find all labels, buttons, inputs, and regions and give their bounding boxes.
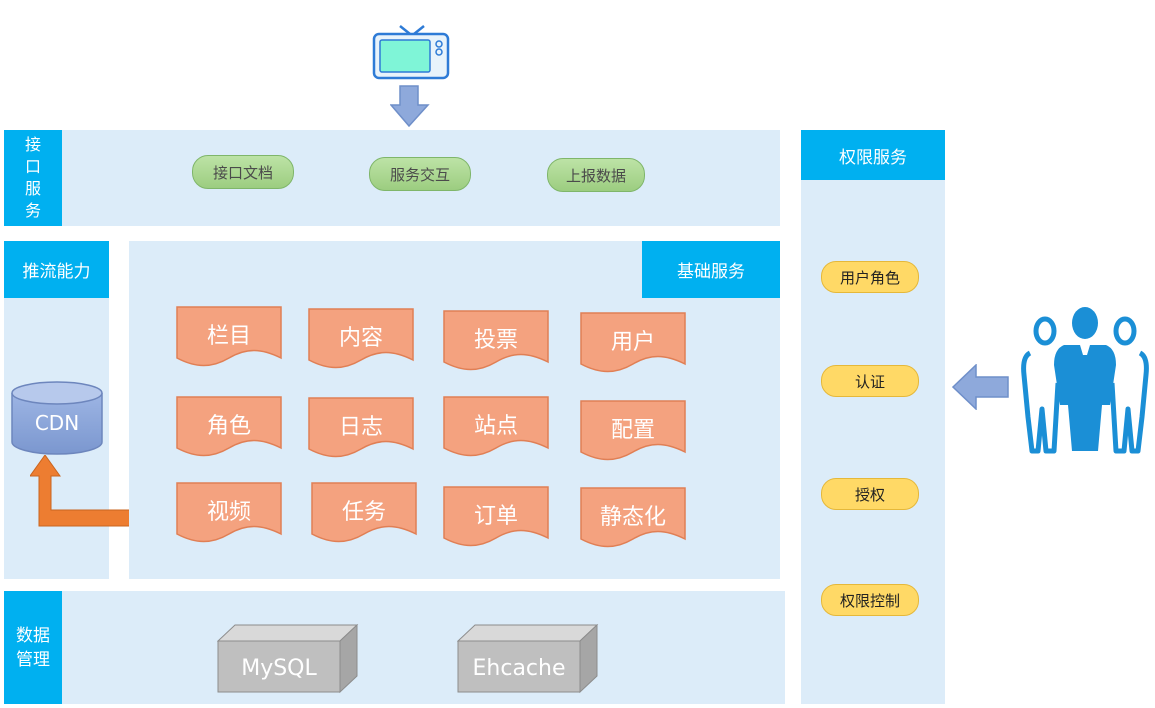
wave-tag-label: 日志 [338,415,383,440]
wave-tag: 静态化 [580,487,686,551]
wave-tag-label: 用户 [610,330,655,355]
ehcache-store: Ehcache [457,624,599,694]
basic-service-label: 基础服务 [642,241,780,298]
wave-tag-label: 配置 [610,418,655,443]
label-line: 接 [24,135,41,154]
wave-tag: 内容 [308,308,414,372]
tv-icon [372,22,452,82]
report-data-pill: 上报数据 [547,158,645,192]
wave-tag-label: 内容 [338,326,383,351]
wave-tag: 栏目 [176,306,282,370]
permission-service-label: 权限服务 [801,130,945,180]
wave-tag-label: 静态化 [599,505,666,530]
wave-tag: 配置 [580,400,686,464]
wave-tag: 站点 [443,396,549,460]
wave-tag: 视频 [176,482,282,546]
label-line: 务 [24,201,41,220]
service-interaction-pill: 服务交互 [369,157,471,191]
down-arrow-icon [389,85,430,128]
mysql-store: MySQL [217,624,359,694]
wave-tag-label: 角色 [206,414,251,439]
permission-service-panel [801,130,945,704]
data-management-panel [4,591,785,704]
permission-control-pill: 权限控制 [821,584,919,616]
wave-tag-label: 订单 [473,504,518,529]
push-stream-label: 推流能力 [4,241,109,298]
wave-tag: 用户 [580,312,686,376]
wave-tag: 订单 [443,486,549,550]
cdn-label: CDN [34,411,80,435]
wave-tag-label: 站点 [473,414,518,439]
wave-tag-label: 栏目 [206,324,251,349]
authorization-pill: 授权 [821,478,919,510]
left-arrow-icon [951,363,1010,411]
user-role-pill: 用户角色 [821,261,919,293]
data-management-label: 数据 管理 [4,591,62,704]
ehcache-label: Ehcache [472,655,566,681]
users-icon [1020,305,1150,455]
cdn-database: CDN [10,380,104,456]
wave-tag: 投票 [443,310,549,374]
wave-tag: 日志 [308,397,414,461]
interface-service-label: 接 口 服 务 [4,130,62,226]
label-line: 口 [24,157,41,176]
wave-tag-label: 视频 [206,500,251,525]
wave-tag: 任务 [311,482,417,546]
label-line: 服 [24,179,41,198]
wave-tag-label: 投票 [473,328,518,353]
label-line: 管理 [16,649,50,670]
wave-tag: 角色 [176,396,282,460]
label-line: 数据 [16,625,50,646]
wave-tag-label: 任务 [341,500,386,525]
mysql-label: MySQL [241,655,317,681]
authentication-pill: 认证 [821,365,919,397]
interface-docs-pill: 接口文档 [192,155,294,189]
